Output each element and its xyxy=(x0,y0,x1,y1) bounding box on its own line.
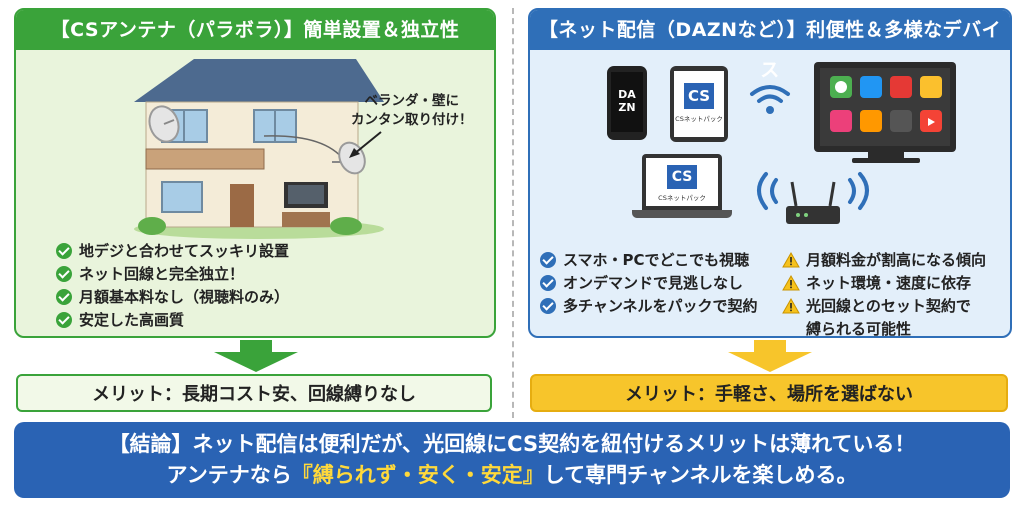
list-item: オンデマンドで見逃しなし xyxy=(540,271,758,294)
warning-icon xyxy=(782,297,800,313)
streaming-merit-box: メリット：手軽さ、場所を選ばない xyxy=(530,374,1008,412)
list-item: 縛られる可能性 xyxy=(806,320,912,338)
down-arrow-yellow-icon xyxy=(728,340,812,372)
list-item: ネット回線と完全独立！ xyxy=(56,262,289,285)
conclusion-line-2: アンテナなら『縛られず・安く・安定』して専門チャンネルを楽しめる。 xyxy=(166,463,858,487)
check-icon xyxy=(56,265,72,282)
antenna-features: 地デジと合わせてスッキリ設置 ネット回線と完全独立！ 月額基本料なし（視聴料のみ… xyxy=(56,239,289,331)
conclusion-line-1: 【結論】ネット配信は便利だが、光回線にCS契約を紐付けるメリットは薄れている！ xyxy=(108,432,916,456)
conclusion-banner: 【結論】ネット配信は便利だが、光回線にCS契約を紐付けるメリットは薄れている！ … xyxy=(14,422,1010,498)
callout-arrow-icon xyxy=(349,131,382,158)
house-illustration xyxy=(134,59,384,239)
laptop-icon: CS CSネットパック xyxy=(642,154,722,210)
list-item: 地デジと合わせてスッキリ設置 xyxy=(56,239,289,262)
antenna-panel-title: 【CSアンテナ（パラボラ）】簡単設置＆独立性 xyxy=(16,10,494,50)
streaming-panel-title: 【ネット配信（DAZNなど）】利便性＆多様なデバイス xyxy=(530,10,1010,81)
laptop-base xyxy=(632,210,732,218)
conclusion-highlight: 『縛られず・安く・安定』 xyxy=(291,463,544,487)
tv-stand xyxy=(868,152,904,158)
list-item: ネット環境・速度に依存 xyxy=(782,271,986,294)
streaming-panel: 【ネット配信（DAZNなど）】利便性＆多様なデバイス DA ZN CS CSネッ… xyxy=(528,8,1012,338)
wifi-icon xyxy=(750,85,790,114)
list-item: 月額料金が割高になる傾向 xyxy=(782,248,986,271)
down-arrow-green-icon xyxy=(214,340,298,372)
list-item: 月額基本料なし（視聴料のみ） xyxy=(56,285,289,308)
router-icon xyxy=(757,172,869,224)
warning-icon xyxy=(782,251,800,267)
check-icon xyxy=(540,274,556,291)
tablet-icon: CS CSネットパック xyxy=(670,66,728,142)
smartphone-icon: DA ZN xyxy=(607,66,647,140)
list-item: 安定した高画質 xyxy=(56,308,289,331)
list-item: 多チャンネルをパックで契約 xyxy=(540,294,758,317)
list-item: 光回線とのセット契約で xyxy=(782,294,986,317)
check-icon xyxy=(540,297,556,314)
streaming-pros: スマホ・PCでどこでも視聴 オンデマンドで見逃しなし 多チャンネルをパックで契約 xyxy=(540,248,758,317)
streaming-cons: 月額料金が割高になる傾向 ネット環境・速度に依存 光回線とのセット契約で 縛られ… xyxy=(782,248,986,338)
check-icon xyxy=(56,311,72,328)
check-icon xyxy=(56,288,72,305)
antenna-panel: 【CSアンテナ（パラボラ）】簡単設置＆独立性 ベランダ・壁に カンタン取り付け！… xyxy=(14,8,496,338)
check-icon xyxy=(540,251,556,268)
warning-icon xyxy=(782,274,800,290)
panel-divider xyxy=(512,8,514,418)
check-icon xyxy=(56,242,72,259)
tv-icon xyxy=(814,62,956,152)
install-callout: ベランダ・壁に カンタン取り付け！ xyxy=(351,93,473,128)
antenna-merit-box: メリット：長期コスト安、回線縛りなし xyxy=(16,374,492,412)
tv-base xyxy=(852,158,920,163)
list-item: スマホ・PCでどこでも視聴 xyxy=(540,248,758,271)
